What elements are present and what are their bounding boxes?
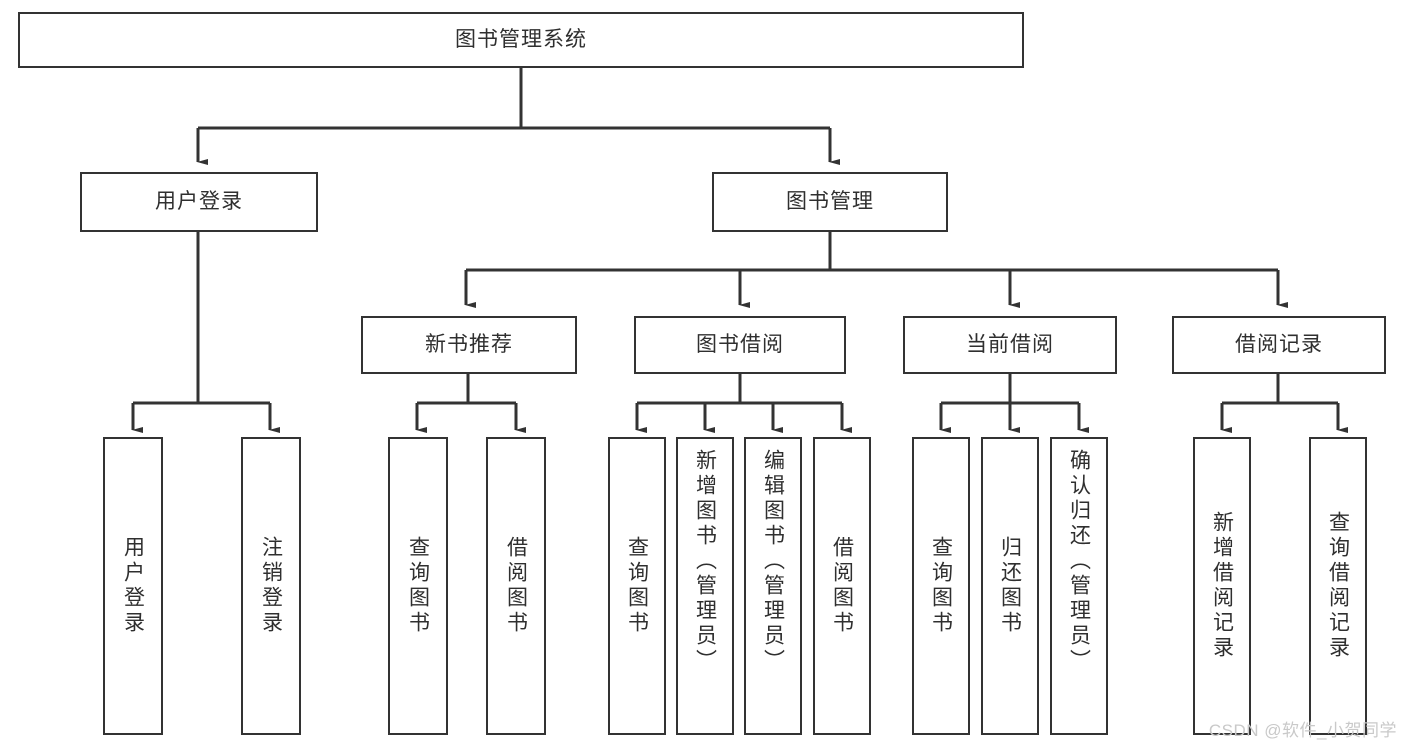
leaf-add-book-admin[interactable]: 新增图书（管理员）	[676, 437, 734, 735]
leaf-confirm-return-admin[interactable]: 确认归还（管理员）	[1050, 437, 1108, 735]
node-label: 查询图书	[625, 536, 649, 636]
leaf-logout[interactable]: 注销登录	[241, 437, 301, 735]
watermark-text: CSDN @软件_小贺同学	[1208, 721, 1397, 740]
node-label: 查询借阅记录	[1326, 511, 1350, 661]
node-label: 用户登录	[155, 190, 243, 214]
leaf-query-books-borrowing[interactable]: 查询图书	[608, 437, 666, 735]
node-label: 图书管理	[786, 190, 874, 214]
node-label: 借阅记录	[1235, 333, 1323, 357]
leaf-query-books-new-book[interactable]: 查询图书	[388, 437, 448, 735]
node-book-borrowing[interactable]: 图书借阅	[634, 316, 846, 374]
node-label: 确认归还（管理员）	[1067, 449, 1091, 674]
node-label: 用户登录	[121, 536, 145, 636]
leaf-edit-book-admin[interactable]: 编辑图书（管理员）	[744, 437, 802, 735]
leaf-query-borrow-record[interactable]: 查询借阅记录	[1309, 437, 1367, 735]
leaf-user-login[interactable]: 用户登录	[103, 437, 163, 735]
node-label: 新增图书（管理员）	[693, 449, 717, 674]
node-new-book-recommendation[interactable]: 新书推荐	[361, 316, 577, 374]
node-root-book-management-system[interactable]: 图书管理系统	[18, 12, 1024, 68]
node-label: 注销登录	[259, 536, 283, 636]
node-label: 查询图书	[406, 536, 430, 636]
node-label: 借阅图书	[830, 536, 854, 636]
node-label: 图书管理系统	[455, 28, 587, 52]
node-label: 查询图书	[929, 536, 953, 636]
node-book-management[interactable]: 图书管理	[712, 172, 948, 232]
node-current-borrowing[interactable]: 当前借阅	[903, 316, 1117, 374]
node-label: 借阅图书	[504, 536, 528, 636]
leaf-add-borrow-record[interactable]: 新增借阅记录	[1193, 437, 1251, 735]
leaf-query-books-current[interactable]: 查询图书	[912, 437, 970, 735]
node-label: 新增借阅记录	[1210, 511, 1234, 661]
node-borrowing-record[interactable]: 借阅记录	[1172, 316, 1386, 374]
node-user-login[interactable]: 用户登录	[80, 172, 318, 232]
node-label: 编辑图书（管理员）	[761, 449, 785, 674]
node-label: 归还图书	[998, 536, 1022, 636]
node-label: 新书推荐	[425, 333, 513, 357]
node-label: 当前借阅	[966, 333, 1054, 357]
leaf-borrow-books-borrowing[interactable]: 借阅图书	[813, 437, 871, 735]
node-label: 图书借阅	[696, 333, 784, 357]
leaf-return-books[interactable]: 归还图书	[981, 437, 1039, 735]
leaf-borrow-books-new-book[interactable]: 借阅图书	[486, 437, 546, 735]
